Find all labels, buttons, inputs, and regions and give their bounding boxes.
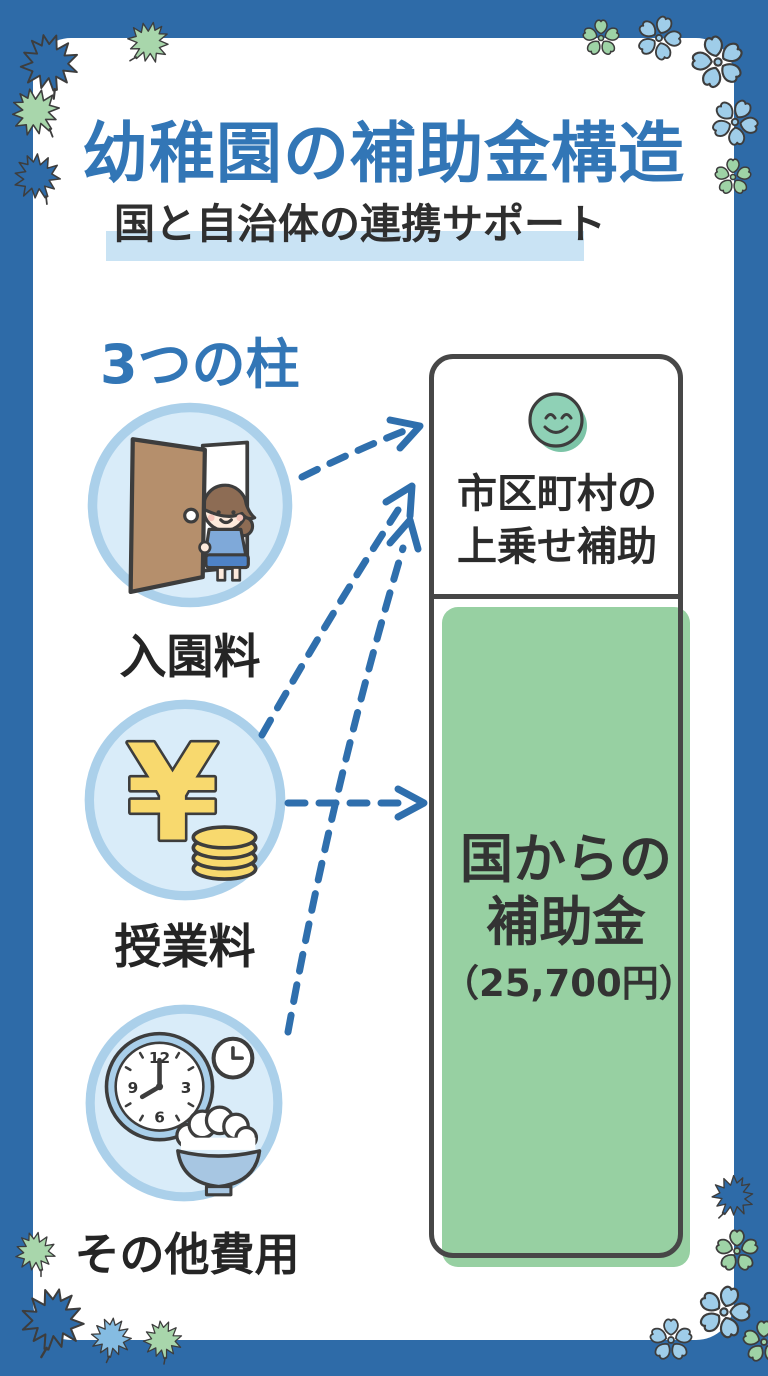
wall-clock-icon: 12 3 6 9 xyxy=(104,1031,215,1142)
sakura-flower-icon xyxy=(742,1320,768,1364)
subsidy-bar-divider xyxy=(434,594,678,599)
pillars-heading: 3つの柱 xyxy=(100,333,300,396)
maple-leaf-icon xyxy=(9,1277,96,1368)
national-subsidy-label: 国からの 補助金 （25,700円） xyxy=(442,828,696,1014)
pillar-label-tuition: 授業料 xyxy=(114,920,256,975)
svg-text:3: 3 xyxy=(181,1079,192,1097)
pillar-label-entrance-fee: 入園料 xyxy=(119,630,261,685)
rice-bowl-icon xyxy=(175,1105,262,1197)
subtitle: 国と自治体の連携サポート xyxy=(114,200,606,248)
clock-rice-bowl-icon: 12 3 6 9 xyxy=(85,1004,283,1202)
municipal-subsidy-line2: 上乗せ補助 xyxy=(457,524,657,570)
sakura-flower-icon xyxy=(582,19,620,57)
subtitle-highlight xyxy=(106,231,584,261)
page-title: 幼稚園の補助金構造 xyxy=(82,115,685,192)
svg-text:9: 9 xyxy=(128,1079,139,1097)
national-subsidy-line2: 補助金 xyxy=(486,892,646,953)
smiley-face-icon xyxy=(528,392,587,452)
municipal-subsidy-label: 市区町村の 上乗せ補助 xyxy=(437,468,677,574)
sakura-flower-icon xyxy=(649,1318,693,1362)
sakura-flower-icon xyxy=(714,158,752,196)
yen-coins-icon: ¥ xyxy=(84,699,286,901)
svg-text:6: 6 xyxy=(154,1108,165,1126)
national-subsidy-line1: 国からの xyxy=(460,829,672,890)
pillar-label-other-costs: その他費用 xyxy=(74,1228,300,1281)
national-subsidy-block xyxy=(442,607,690,1267)
small-clock-icon xyxy=(211,1036,255,1080)
municipal-subsidy-line1: 市区町村の xyxy=(457,471,657,517)
subsidy-bar-outline xyxy=(429,354,683,1258)
sakura-flower-icon xyxy=(715,1229,759,1273)
maple-leaf-icon xyxy=(86,1313,137,1368)
maple-leaf-icon xyxy=(138,1315,188,1369)
door-with-child-icon xyxy=(87,402,293,608)
national-subsidy-amount: （25,700円） xyxy=(442,962,696,1005)
